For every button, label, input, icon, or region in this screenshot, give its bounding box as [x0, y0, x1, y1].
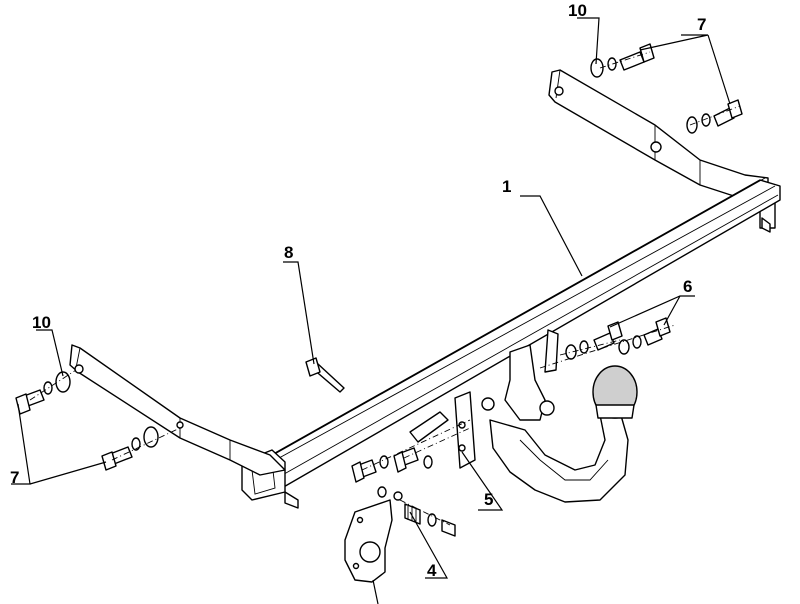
callout-5: 5: [484, 490, 493, 509]
callout-6: 6: [683, 277, 692, 296]
leader-lines: [11, 17, 731, 604]
assembly-lines: [29, 51, 741, 526]
socket-bracket: [344, 491, 456, 583]
callout-8: 8: [284, 243, 293, 262]
left-fasteners: [15, 371, 159, 471]
callout-7-left: 7: [10, 468, 19, 487]
left-side-bracket: [69, 344, 286, 476]
tow-ball-neck: [489, 329, 629, 503]
callout-10-left: 10: [32, 313, 51, 332]
fasteners-6: [565, 317, 671, 360]
tow-ball: [592, 365, 638, 419]
bolt-8: [305, 357, 345, 393]
callout-1: 1: [502, 177, 511, 196]
lower-bolts: [351, 447, 433, 498]
top-right-fasteners: [590, 43, 743, 134]
callout-labels: 1 4 5 6 7 7 8 10 10: [10, 1, 706, 580]
callout-10-top: 10: [568, 1, 587, 20]
callout-7-top: 7: [697, 15, 706, 34]
main-crossbar: [241, 177, 781, 509]
callout-4: 4: [427, 561, 437, 580]
